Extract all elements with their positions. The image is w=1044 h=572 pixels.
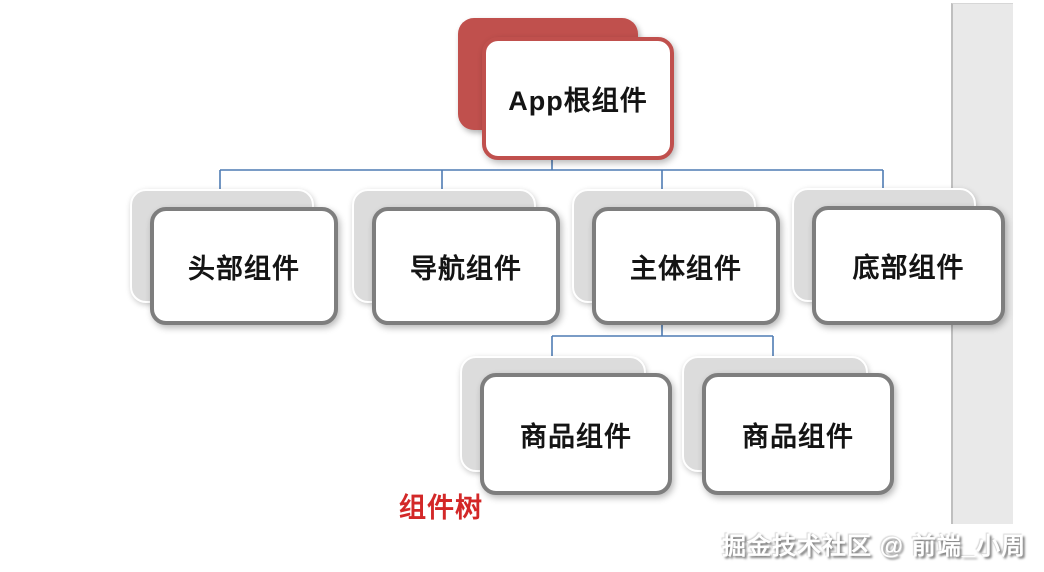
- diagram-caption: 组件树: [399, 493, 483, 523]
- node-product-1-label: 商品组件: [520, 421, 632, 452]
- node-product-1: 商品组件: [480, 373, 672, 495]
- node-body: 主体组件: [592, 207, 780, 325]
- node-footer-label: 底部组件: [852, 253, 965, 283]
- watermark-text: 掘金技术社区 @ 前端_小周: [722, 533, 1027, 560]
- node-footer: 底部组件: [812, 206, 1005, 325]
- node-nav: 导航组件: [372, 207, 560, 325]
- node-product-2: 商品组件: [702, 373, 894, 495]
- node-app-root: App根组件: [482, 37, 674, 160]
- node-body-label: 主体组件: [630, 253, 742, 284]
- node-app-root-label: App根组件: [508, 86, 648, 116]
- node-header: 头部组件: [150, 207, 338, 325]
- node-product-2-label: 商品组件: [742, 421, 854, 452]
- node-header-label: 头部组件: [188, 253, 300, 284]
- node-nav-label: 导航组件: [410, 253, 522, 284]
